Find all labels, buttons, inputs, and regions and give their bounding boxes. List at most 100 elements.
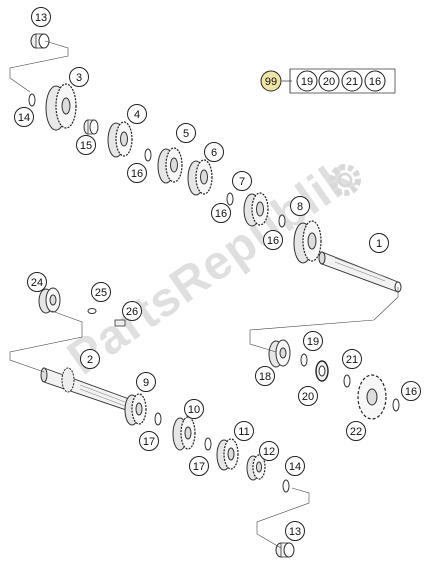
washer-17-a xyxy=(154,412,162,426)
callout-16: 16 xyxy=(127,163,147,183)
callout-label: 21 xyxy=(346,354,358,366)
callout-label: 26 xyxy=(126,306,138,318)
callout-label: 17 xyxy=(193,461,205,473)
callout-label: 13 xyxy=(35,12,47,24)
callout-26: 26 xyxy=(122,301,142,321)
gear-9 xyxy=(124,393,147,426)
callout-label: 14 xyxy=(18,112,30,124)
kit-callout-label: 19 xyxy=(301,76,313,88)
callout-10: 10 xyxy=(184,399,204,419)
kit-item-21: 21 xyxy=(341,70,363,92)
washer-16-a xyxy=(144,148,152,162)
gear-4 xyxy=(107,121,133,158)
callout-3: 3 xyxy=(69,67,89,87)
callout-label: 19 xyxy=(307,336,319,348)
gear-5 xyxy=(157,147,183,184)
gear-10 xyxy=(172,416,196,451)
kit-item-19: 19 xyxy=(296,70,318,92)
callout-label: 11 xyxy=(238,426,249,438)
callout-20: 20 xyxy=(298,386,318,406)
washer-14 xyxy=(28,93,36,107)
callout-14: 14 xyxy=(285,456,305,476)
kit-callout-label: 21 xyxy=(346,76,358,88)
callout-label: 12 xyxy=(263,446,275,458)
callout-label: 1 xyxy=(376,238,382,250)
gear-3 xyxy=(45,83,77,131)
callout-label: 16 xyxy=(215,208,227,220)
washer-16-b xyxy=(226,192,234,206)
washer-16-c xyxy=(278,214,286,228)
callout-label: 17 xyxy=(143,436,155,448)
bearing-13-top xyxy=(30,33,50,49)
bushing-15 xyxy=(83,119,99,135)
washer-17-b xyxy=(204,437,212,451)
callout-6: 6 xyxy=(204,142,224,162)
leader-lines xyxy=(9,40,399,549)
spacer-21 xyxy=(343,374,351,388)
callout-4: 4 xyxy=(127,104,147,124)
callout-8: 8 xyxy=(290,196,310,216)
callout-1: 1 xyxy=(369,233,389,253)
shaft-2 xyxy=(40,367,133,413)
callout-11: 11 xyxy=(234,421,254,441)
seal-20 xyxy=(315,360,329,382)
callout-16: 16 xyxy=(211,203,231,223)
callout-label: 18 xyxy=(259,371,271,383)
gear-7 xyxy=(243,192,269,227)
kit-legend xyxy=(282,68,396,94)
sprocket-22 xyxy=(357,374,387,420)
kit-item-16: 16 xyxy=(364,70,386,92)
callout-17: 17 xyxy=(189,456,209,476)
kit-callout-label: 16 xyxy=(369,76,381,88)
callout-label: 14 xyxy=(289,461,301,473)
callout-24: 24 xyxy=(27,272,47,292)
callout-17: 17 xyxy=(139,431,159,451)
callout-label: 13 xyxy=(289,526,301,538)
shaft-1 xyxy=(318,251,402,293)
bearing-24 xyxy=(38,287,61,314)
kit-item-20: 20 xyxy=(318,70,340,92)
callout-7: 7 xyxy=(232,171,252,191)
bearing-18 xyxy=(268,339,291,368)
parts-layer xyxy=(28,33,402,558)
callout-label: 24 xyxy=(31,277,43,289)
callout-label: 16 xyxy=(405,386,417,398)
callout-13: 13 xyxy=(285,521,305,541)
callout-label: 16 xyxy=(267,235,279,247)
washer-25 xyxy=(87,308,97,314)
callout-label: 5 xyxy=(183,128,189,140)
kit-callout-label: 20 xyxy=(323,76,335,88)
callout-label: 9 xyxy=(143,377,149,389)
callout-label: 20 xyxy=(302,391,314,403)
callout-25: 25 xyxy=(91,282,111,302)
callout-21: 21 xyxy=(342,349,362,369)
callout-5: 5 xyxy=(176,123,196,143)
callout-label: 7 xyxy=(239,176,245,188)
callout-19: 19 xyxy=(303,331,323,351)
callout-label: 4 xyxy=(134,109,140,121)
gear-11 xyxy=(216,438,239,471)
washer-14-bottom xyxy=(282,479,290,493)
ring-19 xyxy=(300,353,308,367)
callout-9: 9 xyxy=(136,372,156,392)
callout-label: 3 xyxy=(76,72,82,84)
gear-12 xyxy=(246,454,266,481)
bearing-13-bottom xyxy=(275,542,295,558)
pin-26 xyxy=(114,319,126,327)
callout-16: 16 xyxy=(401,381,421,401)
callout-2: 2 xyxy=(80,349,100,369)
callout-label: 10 xyxy=(188,404,200,416)
callout-14: 14 xyxy=(14,107,34,127)
callout-12: 12 xyxy=(259,441,279,461)
callout-label: 2 xyxy=(87,354,93,366)
gear-6 xyxy=(187,159,213,196)
callout-label: 25 xyxy=(95,287,107,299)
callout-label: 6 xyxy=(211,147,217,159)
washer-16-right xyxy=(392,398,400,412)
watermark-gear-logo xyxy=(329,164,361,196)
callout-label: 16 xyxy=(131,168,143,180)
callout-label: 8 xyxy=(297,201,303,213)
callout-label: 15 xyxy=(80,140,92,152)
callout-18: 18 xyxy=(255,366,275,386)
